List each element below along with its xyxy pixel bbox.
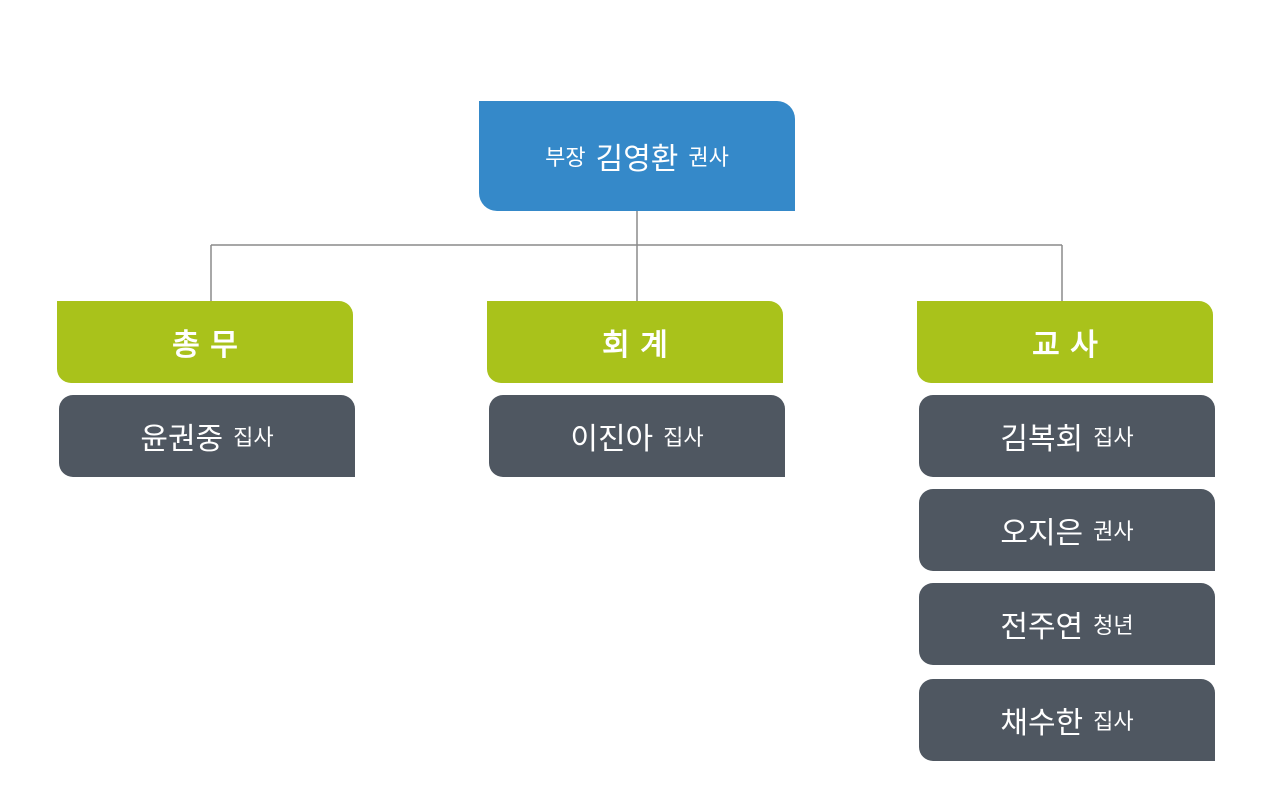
member-title: 권사 [1093,520,1134,545]
dept-teachers: 교 사 [917,301,1213,383]
head-title: 권사 [688,146,729,171]
member-name: 김복회 [1000,422,1084,457]
head-prefix: 부장 [545,146,586,171]
member-node: 윤권중 집사 [59,395,355,477]
dept-accounting: 회 계 [487,301,783,383]
member-title: 집사 [1093,426,1134,451]
member-title: 집사 [1093,710,1134,735]
member-node: 오지은 권사 [919,489,1215,571]
member-name: 채수한 [1000,706,1084,741]
member-title: 집사 [233,426,274,451]
member-node: 채수한 집사 [919,679,1215,761]
dept-label: 총 무 [172,328,238,363]
member-node: 전주연 청년 [919,583,1215,665]
head-node: 부장 김영환 권사 [479,101,795,211]
member-name: 이진아 [570,422,654,457]
member-node: 이진아 집사 [489,395,785,477]
dept-label: 교 사 [1032,328,1098,363]
head-name: 김영환 [595,142,679,177]
member-node: 김복회 집사 [919,395,1215,477]
member-name: 윤권중 [140,422,224,457]
member-name: 전주연 [1000,610,1084,645]
dept-label: 회 계 [602,328,668,363]
member-title: 집사 [663,426,704,451]
member-name: 오지은 [1000,516,1084,551]
member-title: 청년 [1093,614,1134,639]
dept-general-affairs: 총 무 [57,301,353,383]
